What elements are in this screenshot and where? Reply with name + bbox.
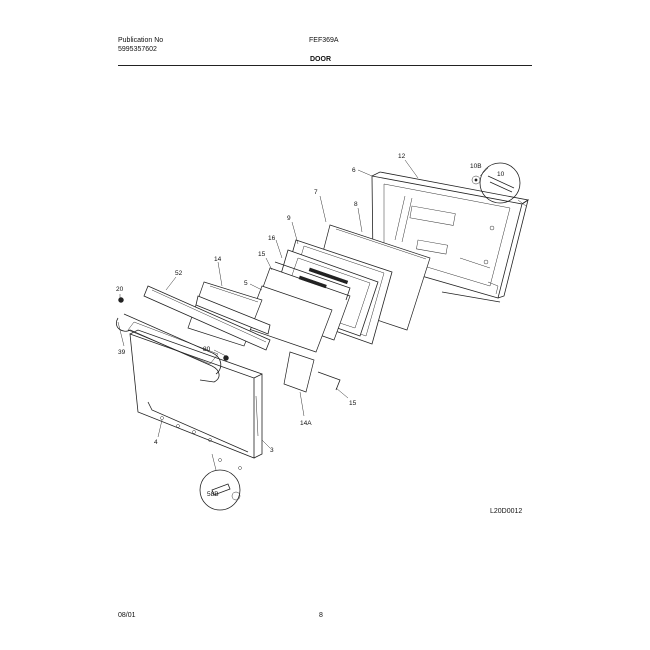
drawing-code: L20D0012 <box>490 508 522 515</box>
callout-10: 10 <box>497 171 505 178</box>
footer-date: 08/01 <box>118 612 136 619</box>
screw-detail-circle <box>199 453 241 511</box>
insulation-panel-14a <box>283 351 315 393</box>
section-title: DOOR <box>310 56 331 63</box>
callout-5: 5 <box>244 280 248 287</box>
model-number: FEF369A <box>309 37 339 44</box>
publication-label: Publication No <box>118 37 164 44</box>
callout-3: 3 <box>270 447 274 454</box>
callout-20: 20 <box>116 286 124 293</box>
callout-14: 14 <box>214 256 222 263</box>
lower-bracket-15 <box>317 371 341 391</box>
callout-15-upper: 15 <box>258 251 266 258</box>
callout-58b: 58B <box>207 491 219 498</box>
hinge-detail-circle <box>471 162 527 207</box>
callout-6-top: 6 <box>352 167 356 174</box>
door-top-trim-52 <box>143 285 271 351</box>
header-rule <box>118 65 532 66</box>
bottom-trim-4 <box>147 401 249 470</box>
callout-15-lower: 15 <box>349 400 357 407</box>
callout-labels: 6 12 10B 10 7 8 9 16 15 5 14 52 20 39 80… <box>116 153 505 498</box>
page-number: 8 <box>319 612 323 619</box>
callout-12: 12 <box>398 153 406 160</box>
callout-39: 39 <box>118 349 126 356</box>
callout-9: 9 <box>287 215 291 222</box>
callout-7: 7 <box>314 189 318 196</box>
callout-4: 4 <box>154 439 158 446</box>
callout-10b: 10B <box>470 163 482 170</box>
callout-14a: 14A <box>300 420 312 427</box>
publication-number: 5995357602 <box>118 46 157 53</box>
callout-16: 16 <box>268 235 276 242</box>
callout-52: 52 <box>175 270 183 277</box>
callout-8: 8 <box>354 201 358 208</box>
callout-80: 80 <box>203 346 211 353</box>
door-handle-39 <box>116 297 229 383</box>
callout-leaders <box>117 159 489 449</box>
